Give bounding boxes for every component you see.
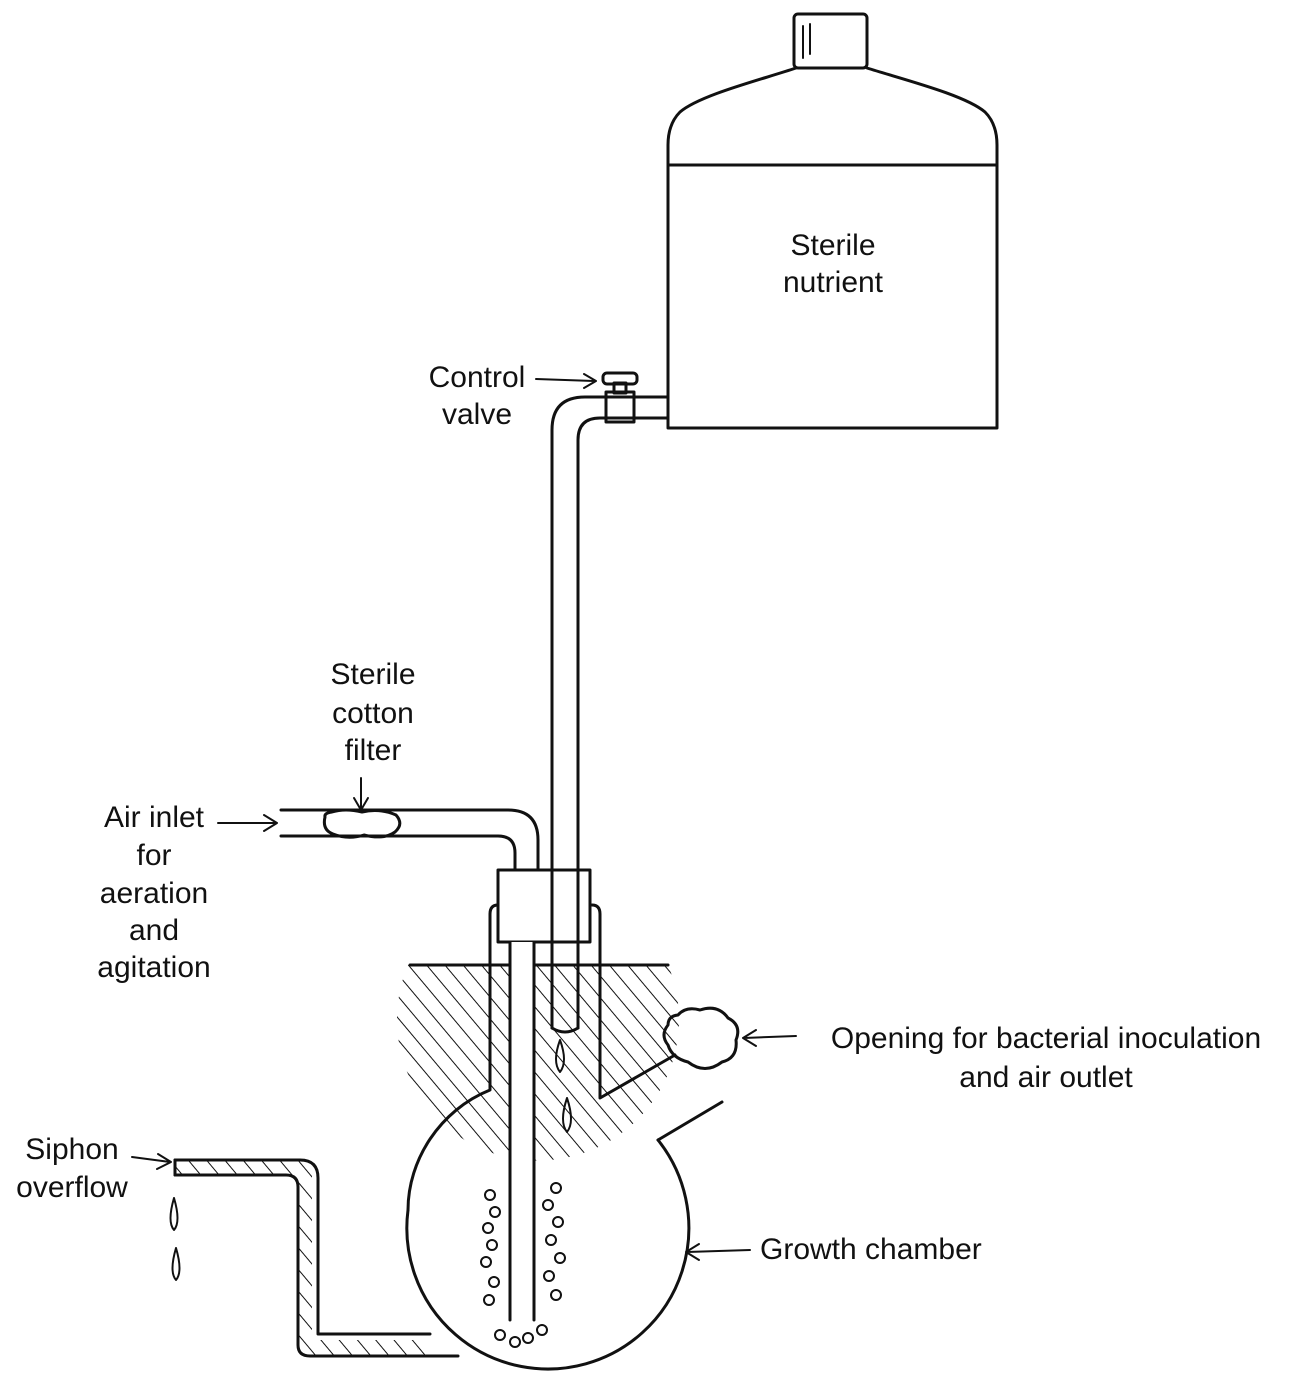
label-cotton-filter-3: filter [345, 734, 402, 767]
siphon-drop-2 [171, 1247, 181, 1281]
air-tube-top [279, 808, 540, 872]
label-siphon-1: Siphon [25, 1133, 118, 1166]
label-siphon-2: overflow [16, 1171, 128, 1204]
culture-liquid [397, 965, 680, 1161]
label-air-inlet-4: and [129, 914, 179, 947]
air-tube-in-flask-fill [510, 942, 534, 1322]
air-tube-in-flask [508, 940, 536, 1322]
air-inlet-tube [279, 808, 540, 872]
arrow-siphon [131, 1153, 172, 1170]
air-bubbles [480, 1182, 566, 1348]
bottle-cap [792, 12, 869, 70]
siphon-drop-1 [169, 1197, 179, 1231]
label-control-valve-2: valve [442, 398, 512, 431]
label-growth-chamber: Growth chamber [760, 1233, 982, 1266]
arrow-air-inlet [217, 814, 278, 832]
siphon-overflow [169, 1158, 460, 1358]
cotton-filter [322, 808, 402, 839]
siphon-outer [173, 1158, 432, 1336]
valve-knob [601, 371, 639, 386]
label-control-valve-1: Control [429, 361, 526, 394]
label-cotton-filter-1: Sterile [330, 658, 415, 691]
cotton-plug [662, 1006, 740, 1070]
flask-right-wall [590, 903, 677, 1100]
air-tube-bottom [279, 834, 517, 872]
growth-flask [397, 868, 740, 1371]
arrow-growth-chamber [685, 1243, 751, 1261]
label-sterile-nutrient-2: nutrient [783, 266, 884, 299]
label-cotton-filter-2: cotton [332, 697, 414, 730]
label-opening-1: Opening for bacterial inoculation [831, 1022, 1261, 1055]
flask-bulb [405, 1138, 691, 1371]
label-air-inlet-5: agitation [97, 951, 210, 984]
arrow-opening [742, 1029, 797, 1047]
siphon-inner [173, 1173, 460, 1358]
label-air-inlet-1: Air inlet [104, 801, 205, 834]
siphon-hatch [175, 1160, 430, 1355]
label-air-inlet-2: for [136, 839, 171, 872]
label-opening-2: and air outlet [959, 1061, 1133, 1094]
stopper [496, 868, 592, 944]
control-valve [601, 371, 639, 424]
side-arm-lower [656, 1100, 724, 1142]
arrow-control-valve [535, 373, 597, 389]
label-air-inlet-3: aeration [100, 877, 208, 910]
leader-arrows [131, 373, 797, 1261]
nutrient-reservoir [666, 12, 999, 430]
feed-tube-inner [576, 416, 670, 1030]
bottle-body [666, 66, 999, 430]
cap-mark [802, 23, 811, 59]
feed-tube-outer [550, 395, 670, 1030]
labels: Sterile nutrient Control valve Sterile c… [16, 229, 1261, 1266]
arrow-cotton-filter [353, 777, 369, 811]
label-sterile-nutrient-1: Sterile [790, 229, 875, 262]
